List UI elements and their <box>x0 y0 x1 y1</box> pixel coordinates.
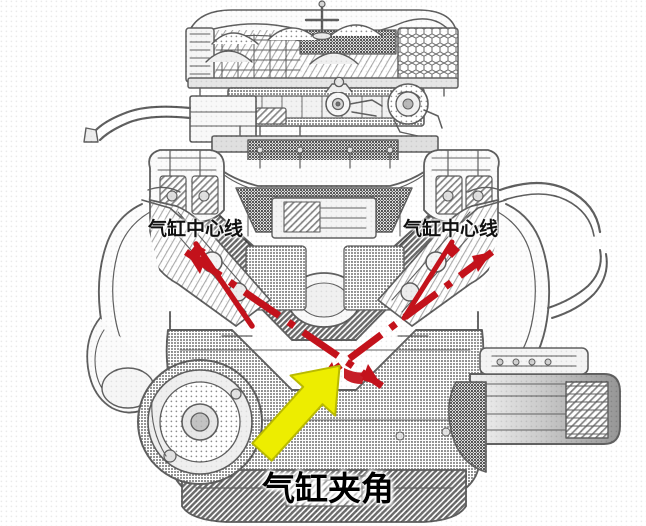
bank-angle-label: 气缸夹角 <box>262 469 394 508</box>
left-centerline-label: 气缸中心线 <box>148 218 244 240</box>
right-centerline-label: 气缸中心线 <box>403 218 499 240</box>
